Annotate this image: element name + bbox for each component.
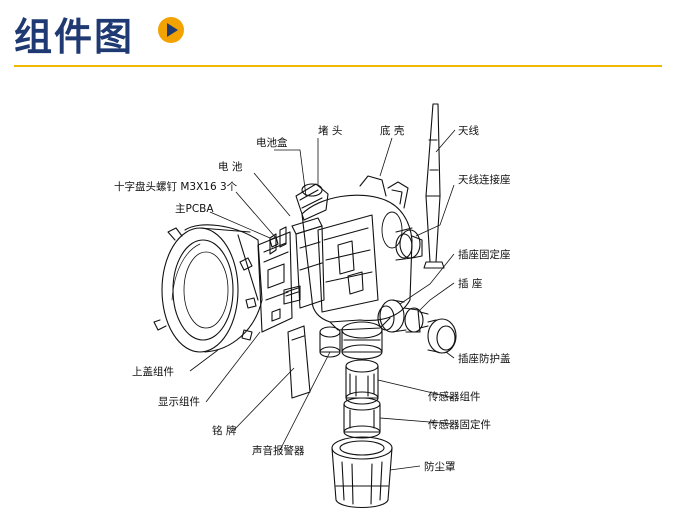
display-assembly-drawing bbox=[257, 231, 293, 333]
base-shell-drawing bbox=[301, 175, 413, 331]
label-socket: 插 座 bbox=[458, 277, 482, 290]
page-title: 组件图 bbox=[14, 15, 135, 59]
label-sensor-holder: 传感器固定件 bbox=[428, 418, 491, 431]
main-pcba-drawing bbox=[269, 226, 301, 305]
label-battery-box: 电池盒 bbox=[256, 136, 288, 149]
label-plug: 堵 头 bbox=[318, 124, 342, 137]
header: 组件图 bbox=[0, 0, 677, 70]
antenna-mount-drawing bbox=[395, 227, 423, 261]
socket-cap-drawing bbox=[427, 318, 457, 354]
plug-drawing bbox=[295, 183, 329, 221]
cover-assembly-drawing bbox=[153, 224, 263, 353]
header-divider bbox=[14, 65, 662, 67]
component-labels: 电池盒 堵 头 底 壳 天线 电 池 天线连接座 十字盘头螺钉 M3X16 3个… bbox=[114, 124, 511, 473]
label-battery: 电 池 bbox=[218, 160, 243, 173]
label-buzzer: 声音报警器 bbox=[252, 444, 305, 457]
label-screw: 十字盘头螺钉 M3X16 3个 bbox=[114, 180, 238, 193]
label-antenna: 天线 bbox=[458, 124, 479, 137]
label-socket-mount: 插座固定座 bbox=[458, 248, 511, 261]
label-nameplate: 铭 牌 bbox=[212, 424, 237, 437]
label-display-assembly: 显示组件 bbox=[158, 395, 200, 408]
sensor-assembly-drawing bbox=[345, 359, 379, 405]
antenna-drawing bbox=[423, 103, 445, 269]
sensor-neck-drawing bbox=[341, 321, 383, 360]
label-cover-assembly: 上盖组件 bbox=[132, 365, 174, 378]
label-antenna-mount: 天线连接座 bbox=[458, 173, 511, 186]
socket-drawing bbox=[403, 307, 429, 333]
battery-drawing bbox=[291, 217, 325, 309]
label-socket-cap: 插座防护盖 bbox=[458, 352, 511, 365]
label-main-pcba: 主PCBA bbox=[175, 203, 214, 215]
label-dust-cover: 防尘罩 bbox=[424, 460, 456, 473]
label-sensor-assembly: 传感器组件 bbox=[428, 390, 481, 403]
socket-mount-drawing bbox=[377, 299, 407, 333]
nameplate-drawing bbox=[287, 325, 311, 399]
leader-lines bbox=[189, 129, 456, 471]
dust-cover-drawing bbox=[331, 436, 393, 508]
play-circle-icon bbox=[158, 17, 184, 43]
label-base-shell: 底 壳 bbox=[380, 124, 405, 137]
